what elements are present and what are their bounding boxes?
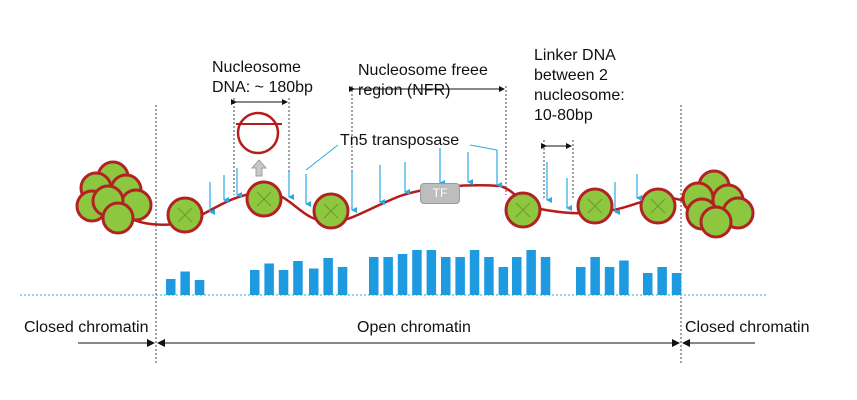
- closed-chromatin-right-label: Closed chromatin: [685, 319, 810, 336]
- coverage-bar: [604, 267, 615, 295]
- coverage-bars: [166, 250, 682, 295]
- tn5-pointer: [305, 144, 339, 171]
- coverage-bar: [426, 250, 437, 295]
- nucleosome-2: [245, 180, 283, 218]
- nucleosome-1: [166, 196, 204, 234]
- nucleosome: [699, 205, 733, 239]
- tf-box: TF: [420, 183, 460, 204]
- transposase-arrows: [209, 148, 642, 215]
- coverage-bar: [576, 267, 586, 295]
- open-chromatin-label: Open chromatin: [357, 319, 471, 336]
- coverage-bar: [180, 271, 190, 295]
- coverage-bar: [526, 250, 536, 295]
- coverage-bar: [166, 279, 176, 295]
- coverage-bar: [498, 267, 509, 295]
- nucleosome-dna-label: Nucleosome DNA: ~ 180bp: [212, 59, 313, 96]
- coverage-bar: [469, 250, 480, 295]
- nucleosome-3: [312, 192, 350, 230]
- coverage-bar: [264, 263, 274, 295]
- coverage-bar: [293, 261, 303, 295]
- coverage-bar: [484, 257, 494, 295]
- coverage-bar: [278, 270, 289, 295]
- coverage-bar: [309, 268, 319, 295]
- coverage-bar: [337, 267, 348, 295]
- nucleosome: [101, 201, 135, 235]
- nucleosome-5: [576, 187, 614, 225]
- linker-dna-label: Linker DNA between 2 nucleosome: 10-80bp: [534, 47, 625, 124]
- coverage-bar: [657, 267, 667, 295]
- coverage-bar: [643, 273, 653, 295]
- coverage-bar: [369, 257, 379, 295]
- coverage-bar: [619, 260, 629, 295]
- coverage-bar: [590, 257, 600, 295]
- coverage-bar: [671, 273, 682, 295]
- closed-chromatin-left-label: Closed chromatin: [24, 319, 149, 336]
- coverage-bar: [383, 257, 393, 295]
- free-dna-loop: [236, 111, 282, 155]
- coverage-bar: [540, 257, 551, 295]
- coverage-bar: [194, 280, 205, 295]
- coverage-bar: [441, 257, 451, 295]
- coverage-bar: [512, 257, 522, 295]
- closed-chromatin-right: [681, 169, 755, 239]
- tn5-pointer-2: [469, 144, 498, 151]
- nucleosome-6: [639, 187, 677, 225]
- coverage-bar: [323, 258, 333, 295]
- nucleosome-4: [504, 191, 542, 229]
- coverage-bar: [397, 254, 408, 295]
- coverage-bar: [412, 250, 422, 295]
- up-arrow-icon: [250, 159, 268, 177]
- closed-chromatin-left: [75, 160, 153, 235]
- coverage-bar: [455, 257, 465, 295]
- nfr-label: Nucleosome freee region (NFR): [358, 62, 488, 99]
- tn5-transposase-label: Tn5 transposase: [340, 132, 460, 149]
- coverage-bar: [250, 270, 260, 295]
